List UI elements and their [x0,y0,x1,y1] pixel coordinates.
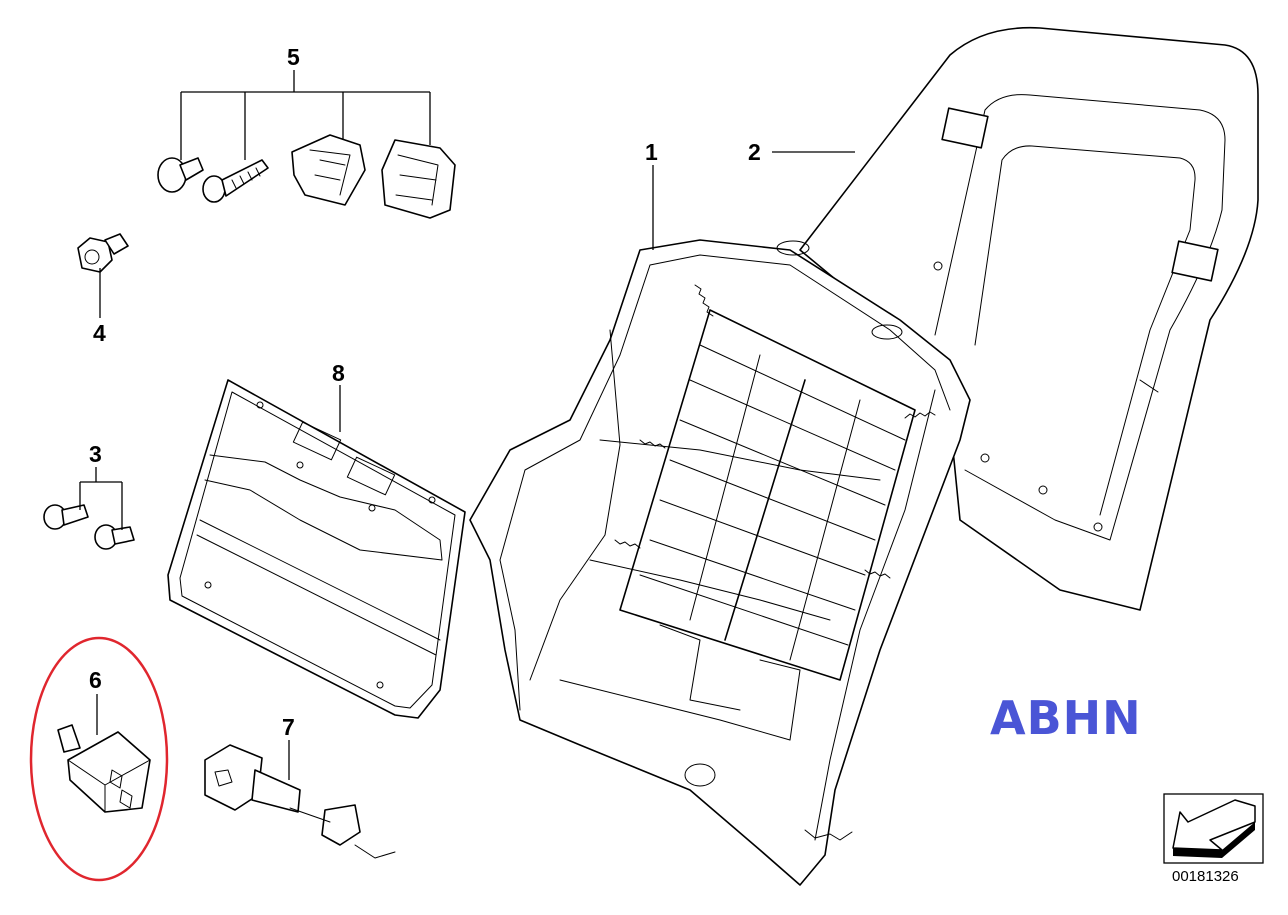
spring-wire-mat [619,309,916,741]
part-5-fasteners[interactable] [157,134,456,219]
spring [904,411,936,419]
part-7-actuator[interactable] [204,744,396,859]
callout-3: 3 [89,441,102,467]
highlight-circle [29,636,169,882]
callout-5: 5 [287,44,300,70]
callout-6: 6 [89,667,102,693]
part-1-seat-back-frame[interactable] [469,239,971,886]
part-4-bolt[interactable] [77,233,129,273]
spring [694,284,714,317]
spring [639,439,666,449]
leader-lines [79,70,855,780]
callout-7: 7 [282,714,295,740]
orientation-arrow-icon [1163,793,1264,864]
reference-number: 00181326 [1172,868,1239,885]
spring [864,569,891,579]
part-8-back-panel[interactable] [167,379,466,719]
part-3-screws[interactable] [43,504,135,550]
callout-2: 2 [748,139,761,165]
option-code-label: ABHN [990,691,1142,745]
callout-4: 4 [93,320,106,346]
part-2-rear-panel[interactable] [799,26,1259,611]
part-6-relay[interactable] [57,724,151,813]
callout-8: 8 [332,360,345,386]
spring [614,539,641,549]
callout-1: 1 [645,139,658,165]
